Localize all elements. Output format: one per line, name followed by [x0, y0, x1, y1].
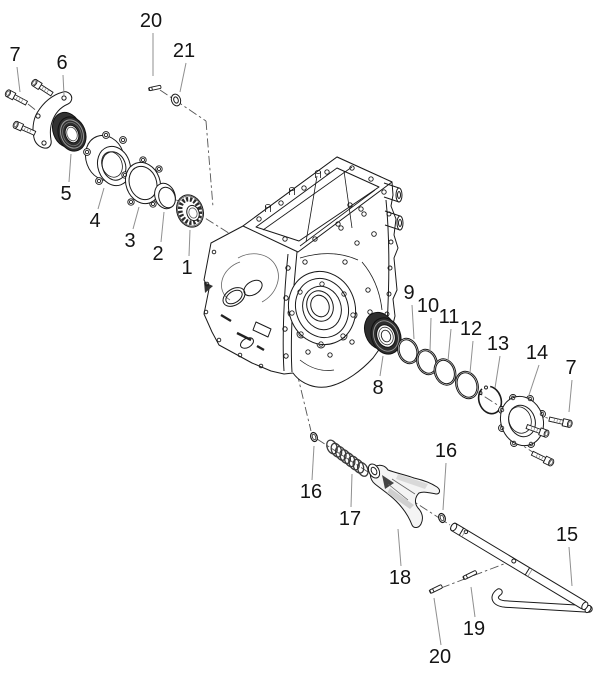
- part-label-5-4: 5: [60, 183, 71, 205]
- leader-line-15: [568, 546, 573, 587]
- part-label-8-16: 8: [372, 377, 383, 399]
- part-label-6-1: 6: [56, 52, 67, 74]
- part-label-18-20: 18: [389, 567, 411, 589]
- leader-line-11: [447, 328, 452, 362]
- bolt-7-left-group: [4, 78, 54, 136]
- part-label-4-5: 4: [89, 210, 100, 232]
- leader-line-21: [179, 62, 187, 93]
- shim-ring-9: [397, 337, 419, 365]
- part-label-16-18: 16: [300, 481, 322, 503]
- leader-line-19: [470, 586, 476, 618]
- part-label-16-17: 16: [435, 440, 457, 462]
- part-5-seal: [51, 111, 87, 152]
- leader-line-7: [568, 379, 573, 413]
- part-label-7-15: 7: [565, 357, 576, 379]
- part-label-1-8: 1: [181, 257, 192, 279]
- part-label-2-7: 2: [152, 243, 163, 265]
- leader-line-1: [188, 229, 191, 257]
- part-label-20-2: 20: [140, 10, 162, 32]
- part-label-19-22: 19: [463, 618, 485, 640]
- leader-line-5: [68, 153, 72, 183]
- leader-line-4: [97, 187, 105, 210]
- gearbox-housing: [203, 156, 404, 388]
- cover-plate-14: [498, 394, 546, 448]
- leader-line-7: [16, 66, 21, 93]
- part-6-clamp-bracket: [32, 91, 73, 149]
- washer-21: [170, 93, 182, 107]
- leader-line-12: [469, 340, 474, 374]
- leader-line-20: [433, 597, 442, 646]
- leader-line-6: [62, 74, 65, 96]
- leader-line-16: [442, 462, 447, 511]
- part-label-20-23: 20: [429, 646, 451, 668]
- part-label-11-11: 11: [439, 306, 460, 328]
- shift-fork-18: [367, 463, 440, 528]
- part-label-7-0: 7: [9, 44, 20, 66]
- leader-line-16: [311, 445, 315, 481]
- part-8-bearing: [363, 311, 402, 355]
- part-3-gasket: [121, 156, 163, 208]
- leader-line-2: [160, 211, 165, 243]
- leader-line-10: [429, 317, 432, 352]
- part-label-21-3: 21: [173, 40, 195, 62]
- o-ring-16-right: [438, 512, 446, 524]
- shim-ring-10: [416, 348, 438, 376]
- leader-line-8: [379, 355, 384, 377]
- part-label-17-19: 17: [339, 508, 361, 530]
- part-label-3-6: 3: [124, 230, 135, 252]
- shim-ring-11: [433, 358, 457, 386]
- leader-line-17: [350, 473, 353, 508]
- leader-line-14: [527, 364, 540, 399]
- part-label-10-10: 10: [417, 295, 439, 317]
- part-label-15-21: 15: [556, 524, 578, 546]
- part-label-13-13: 13: [487, 333, 509, 355]
- leader-line-3: [132, 206, 140, 230]
- o-ring-16-left: [310, 431, 318, 443]
- spring-17: [326, 439, 369, 477]
- shift-shaft-15: [450, 522, 593, 614]
- part-2-spacer-ring: [154, 182, 176, 210]
- part-1-tapered-bearing: [176, 194, 204, 228]
- part-label-12-12: 12: [460, 318, 482, 340]
- part-label-14-14: 14: [526, 342, 548, 364]
- leader-line-9: [411, 304, 415, 340]
- bolt-7-right-group: [525, 416, 573, 467]
- snap-ring-13: [477, 385, 503, 415]
- pin-20-bottom: [428, 584, 443, 594]
- pin-19: [462, 570, 478, 580]
- part-label-9-9: 9: [403, 282, 414, 304]
- leader-line-18: [397, 528, 402, 567]
- leader-line-13: [494, 355, 501, 389]
- pin-20-top: [148, 84, 162, 92]
- shim-ring-12: [455, 370, 479, 400]
